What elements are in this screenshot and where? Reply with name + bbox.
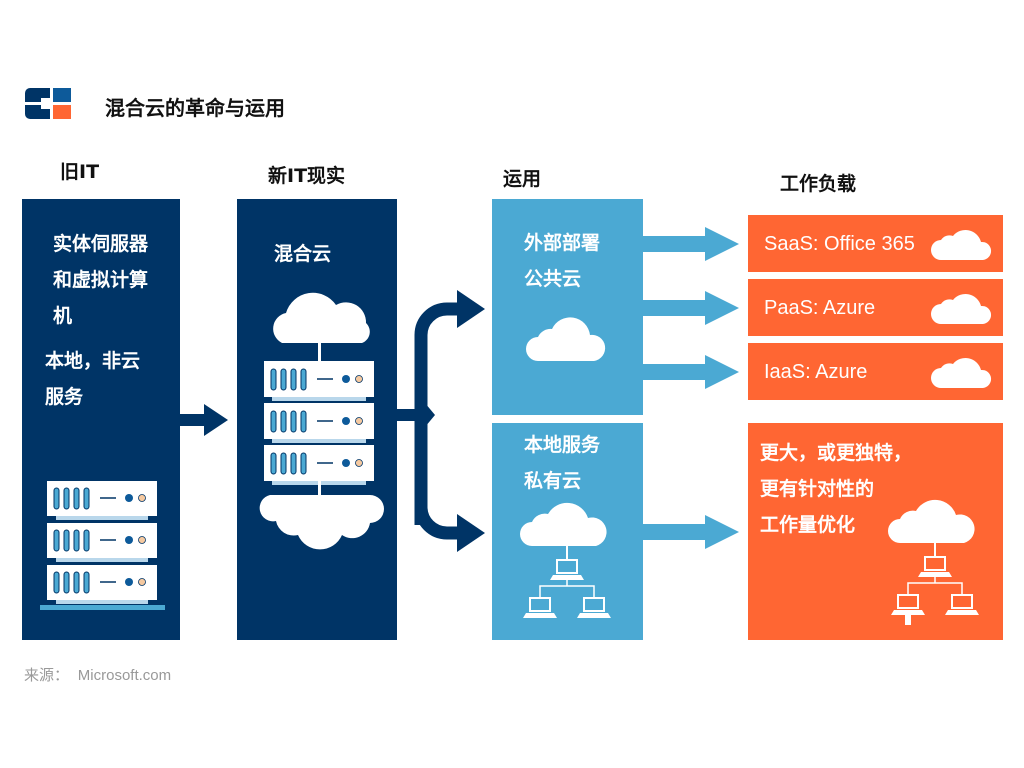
column-heading-new-it: 新IT现实: [268, 165, 346, 187]
workload-iaas: IaaS: Azure: [748, 343, 1003, 400]
workload-optimized: 更大，或更独特， 更有针对性的 工作量优化: [748, 423, 1003, 640]
server-rack-icon: [40, 481, 165, 610]
workload-iaas-label: IaaS: Azure: [764, 361, 868, 383]
old-it-text-5: 服务: [45, 386, 84, 408]
cloud-network-icon: [888, 499, 979, 625]
old-it-text-3: 机: [53, 305, 73, 327]
branch-arrow-icon: [397, 290, 485, 552]
private-cloud-line2: 私有云: [524, 470, 582, 492]
cloud-icon: [931, 357, 992, 388]
column-heading-workloads: 工作负载: [780, 173, 857, 195]
public-cloud-line1: 外部部署: [524, 232, 601, 254]
workload-saas: SaaS: Office 365: [748, 215, 1003, 272]
arrow-public-to-saas-icon: [643, 227, 739, 261]
public-cloud-line2: 公共云: [524, 268, 582, 290]
workload-saas-label: SaaS: Office 365: [764, 233, 915, 255]
arrow-public-to-paas-icon: [643, 291, 739, 325]
column-heading-old-it: 旧IT: [60, 161, 100, 183]
old-it-text-1: 实体伺服器: [53, 233, 149, 255]
page-title: 混合云的革命与运用: [105, 96, 285, 120]
new-it-label: 混合云: [274, 243, 332, 265]
workload-paas-label: PaaS: Azure: [764, 297, 876, 319]
cloud-icon: [931, 293, 992, 324]
source-label: 来源：: [24, 666, 70, 684]
old-it-text-2: 和虚拟计算: [53, 269, 149, 291]
optimized-line3: 工作量优化: [760, 514, 856, 536]
workload-paas: PaaS: Azure: [748, 279, 1003, 336]
arrow-old-to-new-icon: [180, 404, 228, 436]
source-citation: 来源： Microsoft.com: [24, 664, 171, 685]
hybrid-cloud-server-icon: [259, 292, 384, 550]
private-cloud-line1: 本地服务: [524, 434, 601, 456]
arrow-private-to-optimized-icon: [643, 515, 739, 549]
optimized-line2: 更有针对性的: [760, 478, 875, 500]
cloud-cross-logo: [25, 88, 71, 119]
source-value: Microsoft.com: [77, 667, 172, 684]
cloud-icon: [931, 229, 992, 260]
optimized-line1: 更大，或更独特，: [760, 442, 913, 464]
column-heading-usage: 运用: [503, 168, 542, 190]
old-it-text-4: 本地，非云: [45, 350, 141, 372]
public-cloud-panel: 外部部署 公共云: [492, 199, 643, 415]
cloud-icon: [526, 317, 606, 361]
arrow-public-to-iaas-icon: [643, 355, 739, 389]
cloud-network-icon: [520, 502, 611, 618]
